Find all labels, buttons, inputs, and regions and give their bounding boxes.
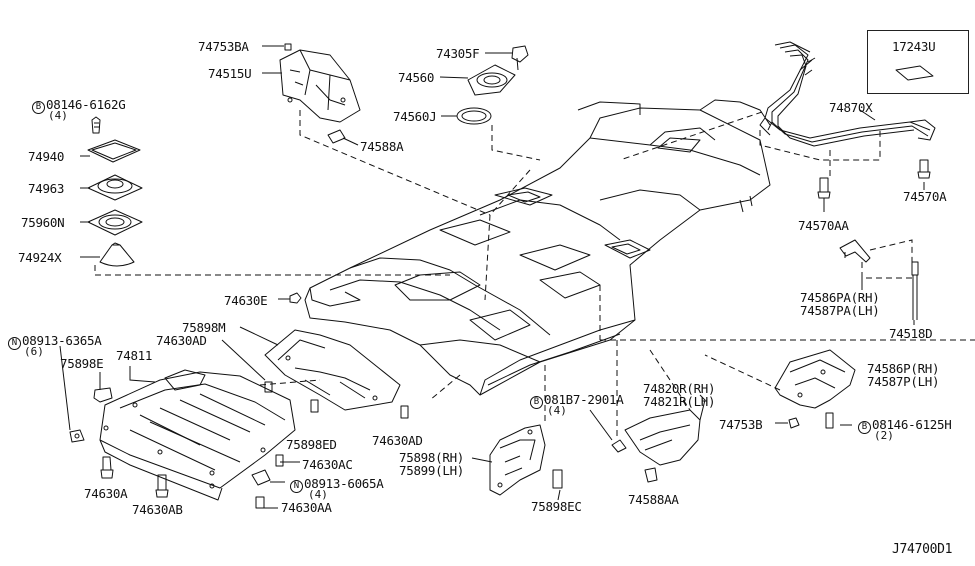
label-74753b: 74753B	[719, 417, 763, 432]
74820r-side-bracket	[611, 409, 701, 483]
label-74963: 74963	[28, 181, 65, 196]
label-75960n: 75960N	[21, 215, 65, 230]
label-74630ad-lower: 74630AD	[372, 433, 423, 448]
74560-grommet-group	[456, 45, 529, 125]
74586p-bracket	[774, 349, 856, 429]
74570-bolts	[817, 159, 931, 199]
label-74587pa: 74587PA(LH)	[800, 303, 880, 318]
label-74586p: 74586P(RH)	[867, 361, 940, 376]
label-75899-lh: 75899(LH)	[399, 463, 465, 478]
label-74518d: 74518D	[889, 326, 933, 341]
label-74821r: 74821R(LH)	[643, 394, 716, 409]
label-74630ab: 74630AB	[132, 502, 183, 517]
74811-under-cover	[69, 369, 296, 501]
17243u-pad-part	[895, 65, 934, 81]
label-74560: 74560	[398, 70, 435, 85]
label-74630aa: 74630AA	[281, 500, 332, 515]
label-75898-rh: 75898(RH)	[399, 450, 465, 465]
75898-rh-bracket	[489, 424, 563, 496]
label-74586pa: 74586PA(RH)	[800, 290, 880, 305]
diagram-id: J74700D1	[892, 542, 953, 557]
label-75898m: 75898M	[182, 320, 226, 335]
75898m-side-cover	[264, 292, 409, 467]
bolt-symbol-b-icon: B	[32, 101, 45, 114]
dashed-guide-lines	[94, 110, 975, 440]
74518d-stud	[911, 261, 919, 320]
label-74940: 74940	[28, 149, 65, 164]
nut-symbol-n-icon: N	[8, 337, 21, 350]
label-74811: 74811	[116, 348, 153, 363]
qty-08913-6365a: (6)	[24, 345, 44, 358]
nut-symbol-n-icon: N	[290, 480, 303, 493]
qty-081b7-2901a: (4)	[547, 404, 567, 417]
label-74305f: 74305F	[436, 46, 480, 61]
qty-08146-6125h: (2)	[874, 429, 894, 442]
label-74588a: 74588A	[360, 139, 404, 154]
label-74570a: 74570A	[903, 189, 947, 204]
leader-lines	[59, 45, 925, 509]
74588a-bolt	[327, 129, 346, 144]
label-74587p: 74587P(LH)	[867, 374, 940, 389]
label-75898ec: 75898EC	[531, 499, 582, 514]
qty-08146-6162g: (4)	[48, 109, 68, 122]
label-74753ba: 74753BA	[198, 39, 249, 54]
label-74630e: 74630E	[224, 293, 268, 308]
74515u-bracket	[279, 43, 361, 123]
label-74870x: 74870X	[829, 100, 873, 115]
label-74570aa: 74570AA	[798, 218, 849, 233]
74630aa-clip	[251, 469, 271, 509]
label-74630ad-upper: 74630AD	[156, 333, 207, 348]
qty-08913-6065a: (4)	[308, 488, 328, 501]
label-74560j: 74560J	[393, 109, 437, 124]
label-74924x: 74924X	[18, 250, 62, 265]
label-74515u: 74515U	[208, 66, 252, 81]
74870x-tube-assembly	[759, 41, 936, 147]
74586pa-wire-clip	[839, 239, 871, 263]
label-75898e: 75898E	[60, 356, 104, 371]
label-74588aa: 74588AA	[628, 492, 679, 507]
label-74630a: 74630A	[84, 486, 128, 501]
label-75898ed: 75898ED	[286, 437, 337, 452]
bolt-symbol-b-icon: B	[530, 396, 543, 409]
label-74630ac: 74630AC	[302, 457, 353, 472]
label-17243u: 17243U	[892, 39, 936, 54]
inset-box	[867, 30, 969, 94]
label-74820r: 74820R(RH)	[643, 381, 716, 396]
bolt-symbol-b-icon: B	[858, 421, 871, 434]
left-mount-stack	[87, 116, 143, 267]
